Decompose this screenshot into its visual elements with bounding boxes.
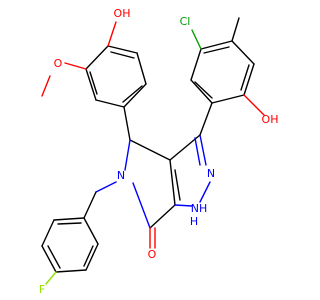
bond: [194, 81, 213, 99]
bond: [85, 68, 97, 101]
bond: [169, 159, 176, 206]
bond: [136, 52, 147, 85]
bond-group: [41, 17, 265, 285]
atom-label-nh: NH: [191, 202, 208, 215]
bond: [211, 94, 245, 104]
bond: [41, 75, 51, 97]
bond: [124, 139, 131, 171]
bond: [191, 29, 202, 50]
bond: [83, 245, 94, 267]
bond: [149, 204, 176, 229]
bond: [203, 46, 230, 54]
bond: [55, 269, 87, 273]
bond: [132, 182, 151, 229]
bond: [47, 245, 61, 269]
bond: [243, 94, 265, 116]
atom-label-ring-n: N: [117, 169, 125, 182]
bond: [199, 102, 213, 136]
bond: [190, 48, 202, 81]
atom-label-pyrazole-n: N: [207, 167, 215, 180]
bond: [243, 63, 255, 96]
bond: [199, 181, 211, 203]
bond: [123, 83, 147, 108]
bond: [41, 219, 55, 247]
bond: [123, 106, 131, 141]
bond: [85, 45, 109, 70]
bond: [95, 99, 125, 108]
bond: [45, 271, 57, 285]
bond: [174, 169, 181, 201]
bond: [83, 191, 97, 219]
bond: [83, 217, 99, 245]
bond: [199, 134, 207, 166]
bond: [85, 243, 99, 271]
bond: [95, 181, 117, 193]
bond: [231, 17, 240, 42]
atom-label-cl: Cl: [180, 15, 191, 28]
atom-label-oh-right: OH: [262, 113, 279, 126]
bond: [64, 62, 87, 70]
bond: [110, 51, 135, 59]
bond: [190, 79, 213, 104]
atom-label-carbonyl-o: O: [148, 248, 157, 261]
atom-label-f: F: [39, 283, 45, 296]
bond: [53, 217, 85, 221]
bond: [240, 64, 250, 91]
bond: [129, 139, 171, 161]
molecule-diagram: OH O Cl OH N N NH H O F: [38, 7, 279, 296]
atom-label-group: OH O Cl OH N N NH H O F: [39, 7, 279, 296]
bond: [231, 40, 255, 65]
bond: [194, 137, 201, 166]
structure-svg: OH O Cl OH N N NH H O F: [39, 7, 279, 296]
bond: [89, 71, 98, 95]
bond: [41, 245, 57, 273]
atom-label-oh-top: OH: [114, 7, 131, 20]
bond: [107, 21, 117, 47]
bond: [107, 45, 138, 54]
atom-label-methoxy-o: O: [54, 57, 63, 70]
bond: [174, 204, 193, 207]
bond: [122, 85, 143, 103]
atom-label-h: H: [190, 215, 198, 228]
bond: [57, 222, 82, 225]
bond: [200, 40, 233, 50]
